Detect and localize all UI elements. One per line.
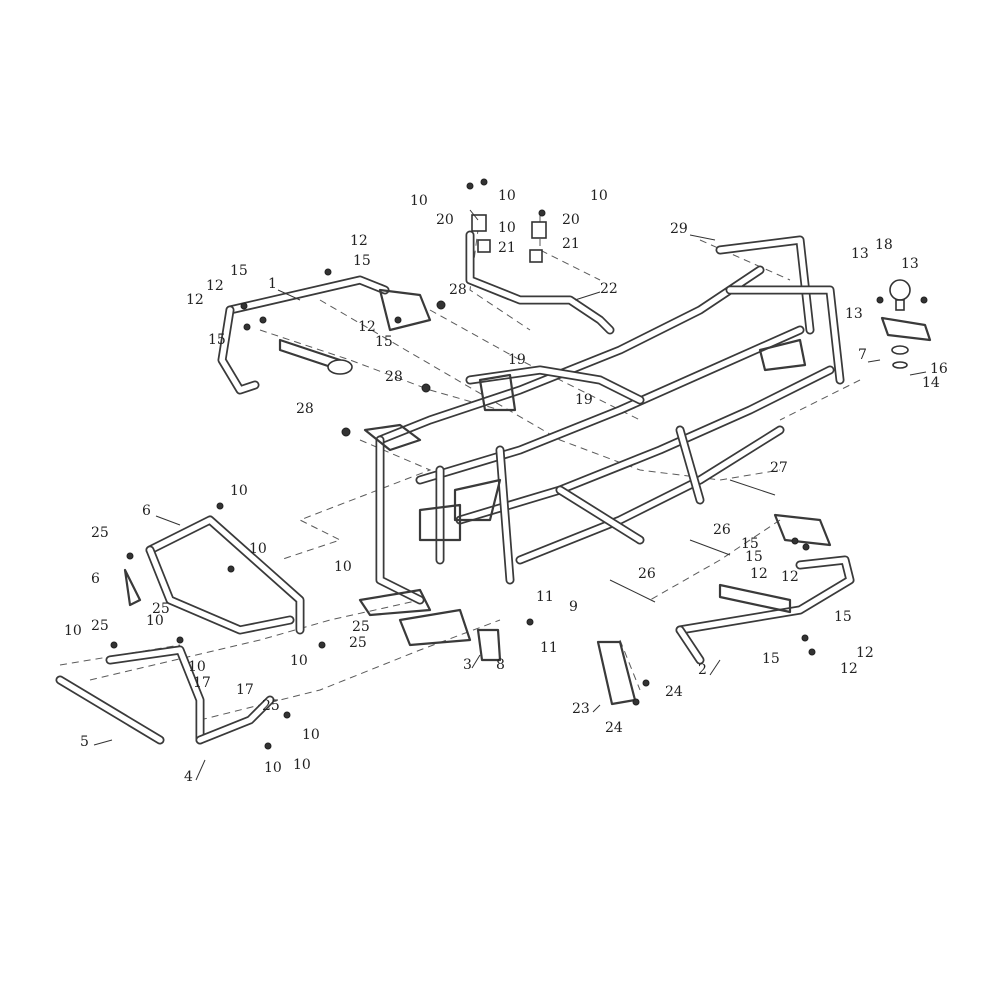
callout-15: 15 <box>230 263 248 279</box>
callout-26: 26 <box>713 522 731 538</box>
callout-15: 15 <box>353 253 371 269</box>
callout-27: 27 <box>770 460 788 476</box>
main-frame <box>375 235 845 605</box>
callout-24: 24 <box>665 684 683 700</box>
cross-tube-5 <box>55 675 165 745</box>
callout-13: 13 <box>901 256 919 272</box>
callout-12: 12 <box>750 566 768 582</box>
callout-26: 26 <box>638 566 656 582</box>
callout-21: 21 <box>498 240 516 256</box>
callout-25: 25 <box>349 635 367 651</box>
callout-2: 2 <box>698 662 707 678</box>
front-bumper-1 <box>217 275 432 395</box>
callout-15: 15 <box>762 651 780 667</box>
callout-15: 15 <box>208 332 226 348</box>
callout-7: 7 <box>858 347 867 363</box>
callout-6: 6 <box>142 503 151 519</box>
callout-3: 3 <box>463 657 472 673</box>
callout-8: 8 <box>496 657 505 673</box>
callout-12: 12 <box>358 319 376 335</box>
callout-10: 10 <box>590 188 608 204</box>
callout-10: 10 <box>498 220 516 236</box>
callout-10: 10 <box>302 727 320 743</box>
callout-15: 15 <box>834 609 852 625</box>
callout-4: 4 <box>184 769 193 785</box>
callout-25: 25 <box>91 618 109 634</box>
callout-24: 24 <box>605 720 623 736</box>
callout-12: 12 <box>186 292 204 308</box>
callout-17: 17 <box>193 675 211 691</box>
callout-10: 10 <box>293 757 311 773</box>
callout-20: 20 <box>436 212 454 228</box>
front-lower-frame-6 <box>123 515 305 635</box>
callout-25: 25 <box>152 601 170 617</box>
callout-17: 17 <box>236 682 254 698</box>
callout-21: 21 <box>562 236 580 252</box>
clamps-20-21 <box>471 214 547 263</box>
bracket-8 <box>476 628 502 662</box>
tow-ball-18 <box>880 279 932 369</box>
callout-10: 10 <box>188 659 206 675</box>
long-bolts <box>609 479 776 603</box>
callout-20: 20 <box>562 212 580 228</box>
callout-10: 10 <box>498 188 516 204</box>
callout-10: 10 <box>64 623 82 639</box>
callout-15: 15 <box>745 549 763 565</box>
callout-15: 15 <box>741 536 759 552</box>
callout-25: 25 <box>262 698 280 714</box>
callout-11: 11 <box>536 589 554 605</box>
callout-28: 28 <box>449 282 467 298</box>
callout-25: 25 <box>352 619 370 635</box>
callout-22: 22 <box>600 281 618 297</box>
callout-10: 10 <box>264 760 282 776</box>
mount-brackets <box>358 338 807 647</box>
callout-14: 14 <box>922 375 940 391</box>
leader-lines <box>93 209 927 781</box>
callout-1: 1 <box>268 276 277 292</box>
callout-15: 15 <box>375 334 393 350</box>
callout-28: 28 <box>385 369 403 385</box>
lower-a-frame-4 <box>105 645 275 745</box>
callout-10: 10 <box>230 483 248 499</box>
callout-13: 13 <box>851 246 869 262</box>
callout-16: 16 <box>930 361 948 377</box>
callout-12: 12 <box>840 661 858 677</box>
callout-25: 25 <box>91 525 109 541</box>
callout-6: 6 <box>91 571 100 587</box>
callout-10: 10 <box>249 541 267 557</box>
callout-12: 12 <box>206 278 224 294</box>
callout-10: 10 <box>410 193 428 209</box>
callout-12: 12 <box>856 645 874 661</box>
callout-29: 29 <box>670 221 688 237</box>
stabilizer-bar-22 <box>465 230 615 335</box>
callout-10: 10 <box>290 653 308 669</box>
callout-23: 23 <box>572 701 590 717</box>
plate-23 <box>596 640 637 706</box>
rear-bumper-2 <box>675 513 855 665</box>
callout-10: 10 <box>146 613 164 629</box>
callout-28: 28 <box>296 401 314 417</box>
callout-10: 10 <box>334 559 352 575</box>
callout-13: 13 <box>845 306 863 322</box>
callout-19: 19 <box>508 352 526 368</box>
callout-18: 18 <box>875 237 893 253</box>
callout-12: 12 <box>781 569 799 585</box>
callout-5: 5 <box>80 734 89 750</box>
callout-9: 9 <box>569 599 578 615</box>
callout-12: 12 <box>350 233 368 249</box>
callout-19: 19 <box>575 392 593 408</box>
fasteners <box>110 178 928 750</box>
callout-11: 11 <box>540 640 558 656</box>
